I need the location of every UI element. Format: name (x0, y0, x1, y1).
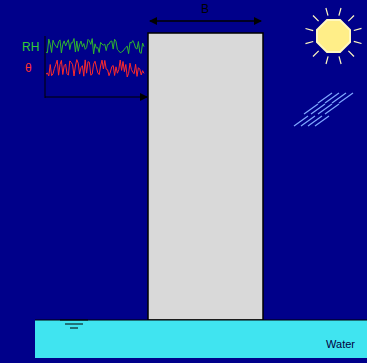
signal-trace (46, 39, 144, 55)
signals (46, 39, 144, 78)
dimension-label: B (201, 3, 209, 15)
rain-symbol (294, 93, 353, 126)
axis-tick (45, 36, 46, 98)
time-arrow (45, 96, 147, 97)
water-level-symbol (60, 320, 88, 328)
sun-symbol (306, 8, 362, 64)
dimension-arrow (150, 20, 261, 22)
water-band (35, 320, 367, 358)
region-label: Water (326, 339, 355, 350)
signal-name: θ (25, 62, 32, 74)
signal-name: RH (22, 41, 39, 53)
water-region: Water (35, 320, 367, 358)
wall-column (148, 33, 263, 320)
signal-trace (46, 60, 144, 77)
